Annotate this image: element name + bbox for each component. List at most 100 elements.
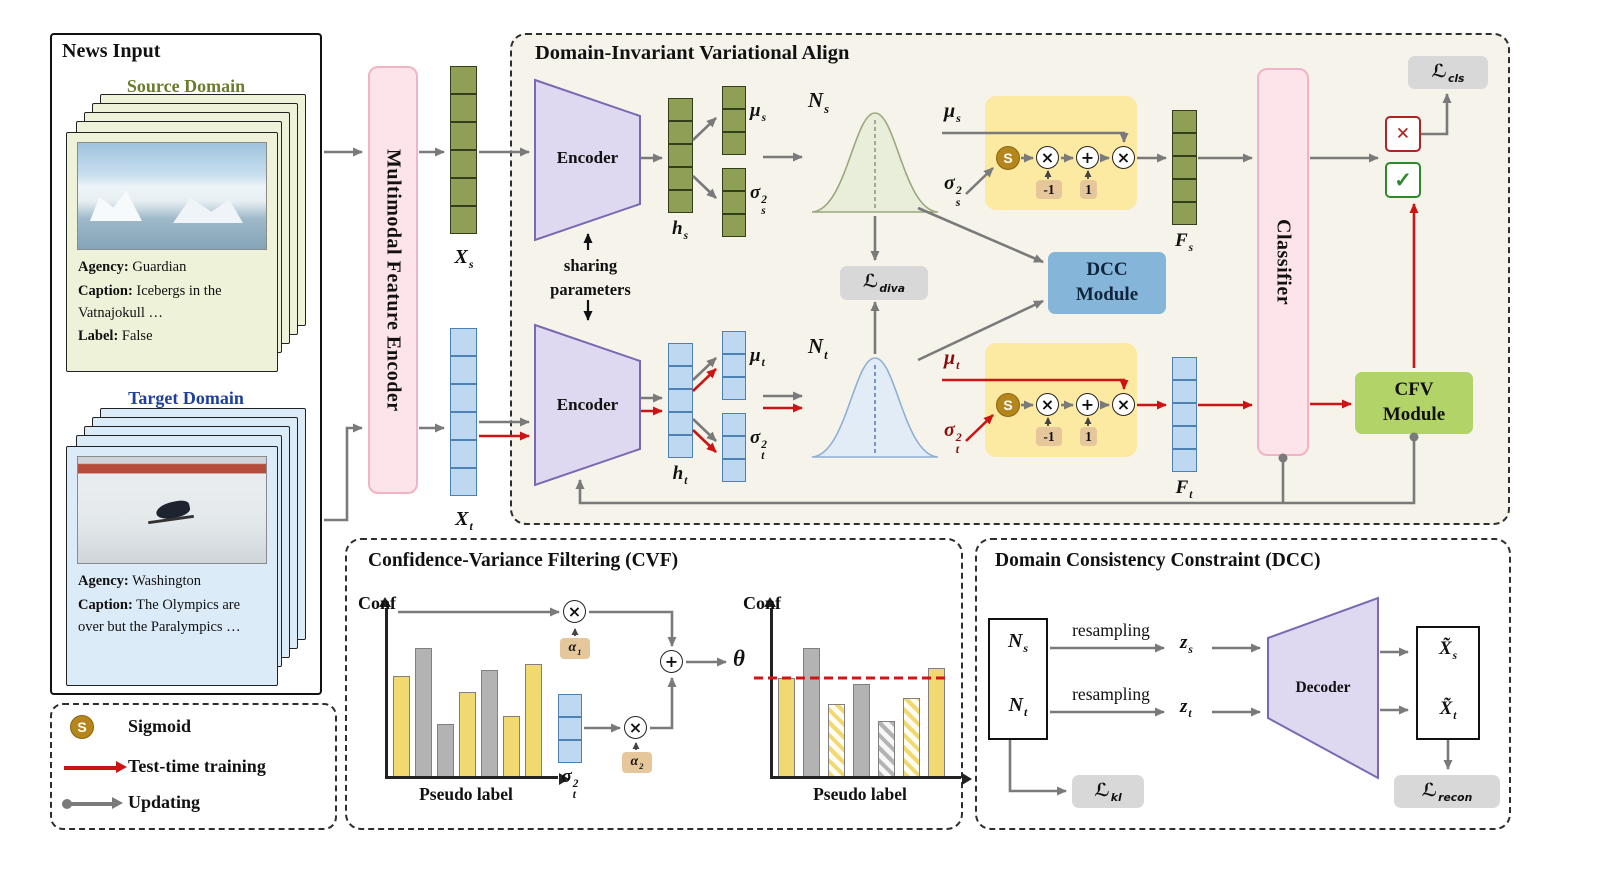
gray-arrowhead-icon [112, 797, 123, 809]
pseudo-label-bar [903, 698, 920, 776]
classifier-label: Classifier [1272, 218, 1295, 306]
legend-ttt-label: Test-time training [128, 756, 266, 776]
add-icon: + [660, 650, 683, 673]
sigma-s2-vector [722, 168, 746, 237]
correct-mark-box: ✓ [1385, 162, 1421, 198]
multimodal-feature-encoder: Multimodal Feature Encoder [368, 66, 418, 494]
pseudo-label-bar [878, 721, 895, 776]
skier-photo [77, 456, 267, 564]
pseudo-label-left: Pseudo label [419, 784, 513, 804]
distributions-box [988, 618, 1048, 740]
pseudo-label-bar [503, 716, 520, 776]
hs-vector [668, 98, 693, 213]
pseudo-label-bar [803, 648, 820, 776]
pseudo-label-bar [481, 670, 498, 776]
cvf-title: Confidence-Variance Filtering (CVF) [368, 550, 679, 571]
pseudo-label-chart-right [764, 597, 972, 785]
minus-one-badge: -1 [1036, 180, 1062, 199]
sigma-t2-cvf-vector [558, 694, 582, 763]
cross-icon: × [1396, 120, 1410, 147]
multiply-icon: × [563, 600, 586, 623]
pseudo-label-bar [525, 664, 542, 776]
legend-updating-label: Updating [128, 792, 201, 812]
iceberg-shape [173, 197, 243, 223]
pseudo-label-bar [828, 704, 845, 776]
pseudo-label-chart-left [379, 597, 569, 785]
pseudo-label-bar [778, 678, 795, 776]
agency-key: Agency: [78, 259, 129, 275]
cfv-module-box: CFV Module [1355, 372, 1473, 434]
source-domain-label: Source Domain [126, 76, 246, 96]
sharing-parameters-label: sharing parameters [533, 254, 648, 302]
sigmoid-icon: S [996, 393, 1020, 417]
decoder-label: Decoder [1295, 679, 1351, 696]
reconstruction-box [1416, 626, 1480, 740]
dcc-module-box: DCC Module [1048, 252, 1166, 314]
resampling-label-2: resampling [1072, 684, 1150, 704]
icebergs-photo [77, 142, 267, 250]
xs-tilde-label: X̃s [1438, 638, 1458, 663]
encoder-top-label: Encoder [556, 148, 619, 167]
sharing-line1: sharing [563, 256, 618, 275]
news-input-title: News Input [62, 40, 161, 62]
updating-dot-icon [62, 799, 72, 809]
diva-title: Domain-Invariant Variational Align [535, 42, 850, 64]
sigmoid-icon: S [996, 146, 1020, 170]
pseudo-label-bar [928, 668, 945, 776]
dcc-module-line1: DCC [1086, 259, 1128, 281]
agency-value: Guardian [132, 259, 187, 275]
target-card-text: Agency: Washington Caption: The Olympics… [67, 571, 277, 638]
caption-value: The Olympics are over but the Paralympic… [78, 596, 241, 635]
one-badge: 1 [1080, 180, 1097, 199]
fs-vector [1172, 110, 1197, 225]
theta-threshold-label: θ [733, 646, 745, 671]
label-value: False [121, 328, 153, 345]
minus-one-badge: -1 [1036, 427, 1062, 446]
pseudo-label-bar [415, 648, 432, 776]
ht-vector [668, 343, 693, 458]
wrong-mark-box: × [1385, 116, 1421, 152]
label-key: Label: [78, 328, 119, 345]
caption-value: Icebergs in the Vatnajokull … [78, 282, 222, 321]
mfe-label: Multimodal Feature Encoder [382, 148, 405, 412]
agency-key: Agency: [78, 573, 129, 589]
multiply-icon: × [1036, 393, 1059, 416]
encoder-bottom-label: Encoder [556, 395, 619, 414]
mu-t-vector [722, 331, 746, 400]
pseudo-label-bar [393, 676, 410, 776]
source-news-card: Agency: Guardian Caption: Icebergs in th… [66, 132, 278, 372]
source-card-text: Agency: Guardian Caption: Icebergs in th… [67, 257, 277, 348]
legend-sigmoid-label: Sigmoid [128, 716, 192, 736]
iceberg-shape [90, 191, 142, 221]
red-arrow-icon [64, 766, 116, 770]
caption-key: Caption: [78, 282, 133, 299]
classifier-box: Classifier [1257, 68, 1309, 456]
xs-feature-vector [450, 66, 477, 234]
pseudo-label-bar [853, 684, 870, 776]
ft-vector [1172, 357, 1197, 472]
gray-arrow-icon [68, 802, 114, 806]
sigmoid-icon: S [70, 715, 94, 739]
